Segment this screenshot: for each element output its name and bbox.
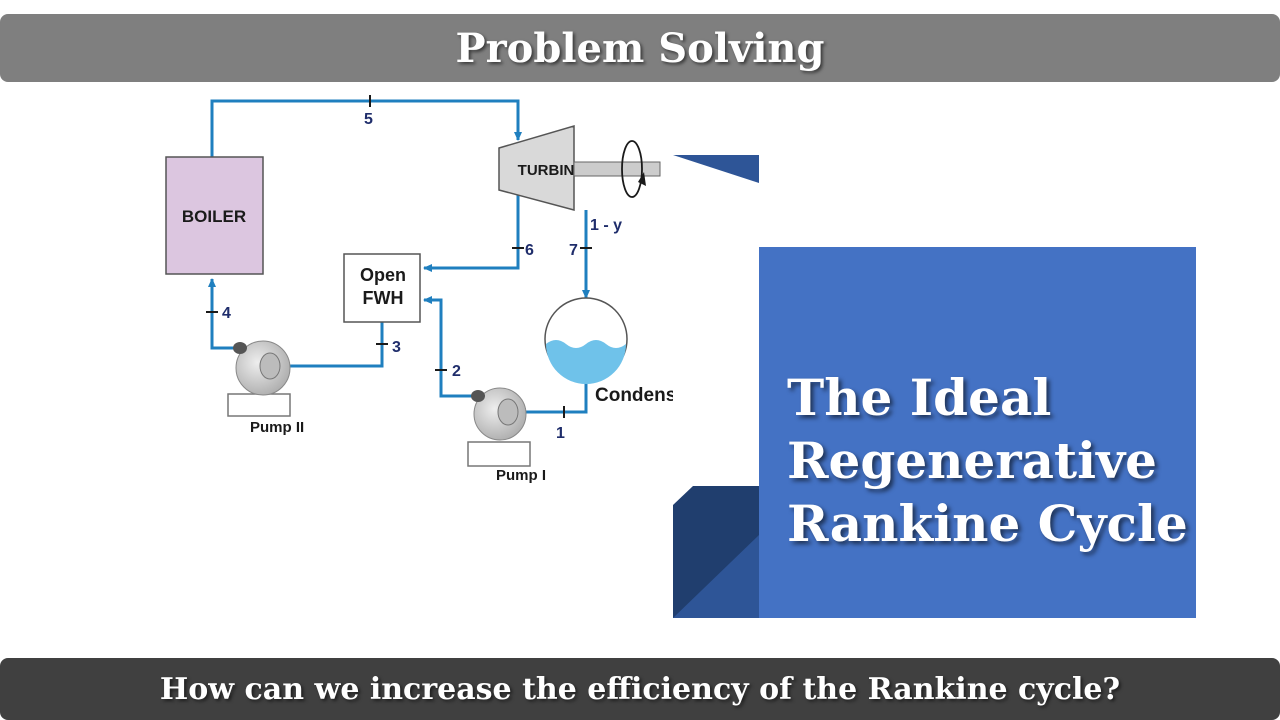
turbine-shaft [573,161,661,177]
banner-fold-shape [673,155,759,618]
rotation-arrow-icon [621,140,643,198]
pipe-pump1-to-fwh [423,296,478,398]
condenser [544,297,628,384]
banner-title-line3: Rankine Cycle [787,494,1188,553]
pipe-turbine-to-fwh [423,192,520,272]
turbine-label: TURBINE [518,162,585,179]
state-point-1: 1 [556,425,565,442]
state-point-2: 2 [452,363,461,380]
state-point-6: 6 [525,242,534,259]
condenser-label: Condenser [595,385,695,406]
state-point-3: 3 [392,339,401,356]
question-bar: How can we increase the efficiency of th… [0,658,1280,720]
pump-1 [467,387,531,467]
rotation-arrowhead-icon [638,172,646,186]
fraction-label: 1 - y [590,217,622,234]
fwh-label-line2: FWH [363,288,404,308]
banner-title: The Ideal Regenerative Rankine Cycle [787,366,1207,555]
banner-title-line1: The Ideal [787,368,1052,427]
pump-2-label: Pump II [250,419,304,436]
pipe-network [208,99,590,416]
banner-title-line2: Regenerative [787,431,1157,490]
boiler-label: BOILER [182,207,246,226]
fwh-label-line1: Open [360,265,406,285]
state-point-5: 5 [364,111,373,128]
boiler [165,156,264,275]
condenser-water [546,340,626,384]
title-banner [759,247,1196,618]
pipe-boiler-to-turbine [210,99,522,157]
state-point-7: 7 [569,242,578,259]
pipe-condenser-to-pump1 [517,380,588,416]
question-text: How can we increase the efficiency of th… [159,671,1121,707]
pipe-fwh-to-pump2 [277,322,384,370]
open-fwh [343,253,421,323]
pump-1-label: Pump I [496,467,546,484]
title-bar: Problem Solving [0,14,1280,82]
state-ticks [206,95,592,418]
turbine [498,124,575,211]
page-title: Problem Solving [455,24,825,72]
pipe-pump2-to-boiler [208,278,240,350]
pump-2 [227,340,291,417]
state-point-4: 4 [222,305,231,322]
